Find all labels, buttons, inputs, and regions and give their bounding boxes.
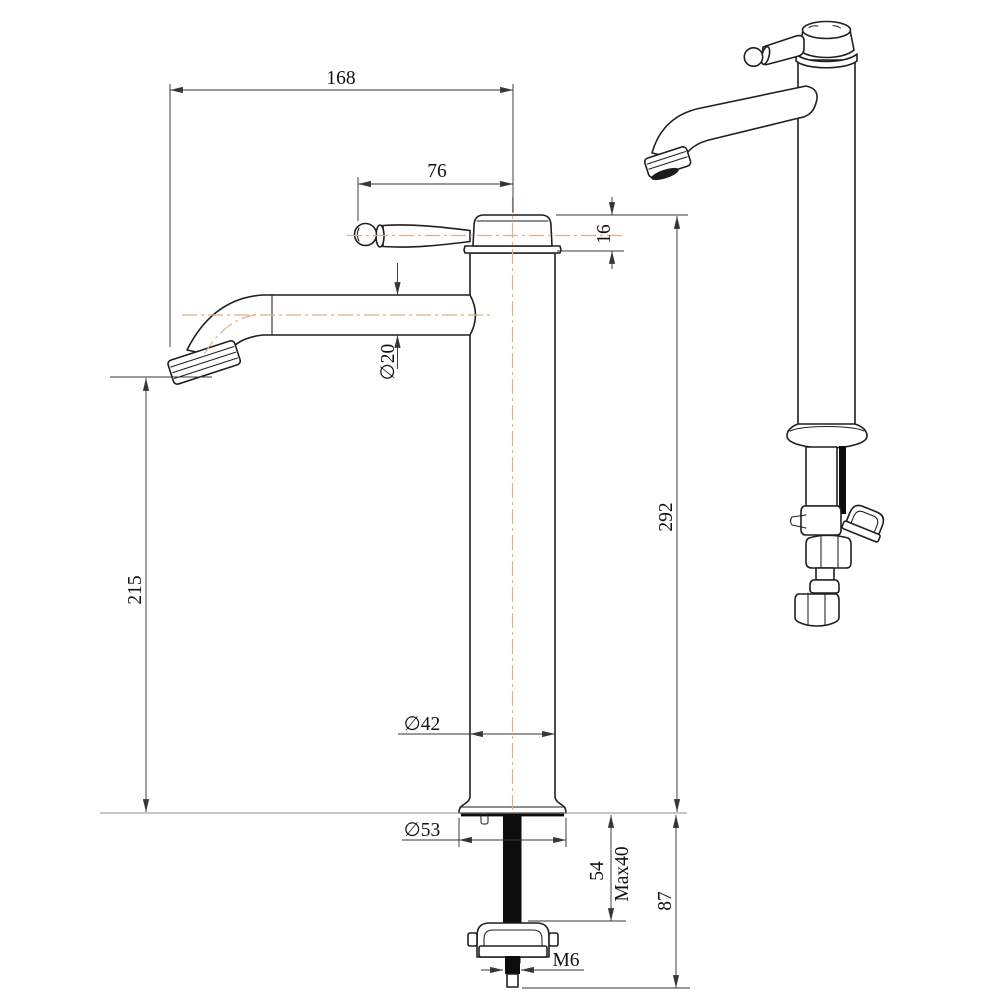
- dim-m6-label: M6: [552, 950, 579, 971]
- dim-76: 76: [357, 161, 513, 221]
- dim-292-label: 292: [656, 502, 677, 531]
- fixing-pin: [480, 813, 489, 825]
- dim-87-label: 87: [655, 891, 676, 911]
- handle-ball: [353, 222, 378, 247]
- spout-bend-centerline: [202, 314, 257, 357]
- dim-54-label: 54: [587, 861, 608, 881]
- dim-215: 215: [110, 376, 212, 812]
- side-cap-top: [801, 20, 852, 40]
- base-gasket: [461, 813, 564, 817]
- side-hose-collar1: [800, 505, 842, 536]
- dim-m6: M6: [481, 950, 584, 974]
- rod-tip: [506, 973, 519, 988]
- side-threaded-stud: [839, 446, 846, 514]
- dim-87: 87: [522, 815, 690, 989]
- dim-20-label: ∅20: [378, 344, 399, 381]
- side-hose-lower: [815, 567, 835, 581]
- side-mounting-clip: [841, 504, 885, 543]
- side-hose-collar2: [809, 579, 840, 594]
- side-hex-nut1-facets: [820, 536, 839, 569]
- side-handle-ball: [743, 46, 764, 67]
- dim-54-max40: 54 Max40: [528, 815, 633, 922]
- dim-20: ∅20: [378, 263, 401, 381]
- side-aerator-opening: [651, 167, 679, 181]
- dim-168: 168: [169, 68, 514, 347]
- dim-42-label: ∅42: [404, 714, 441, 735]
- dim-max40-label: Max40: [612, 846, 633, 901]
- side-hex-nut2: [794, 593, 840, 627]
- side-base-flange-rim: [789, 426, 865, 432]
- side-aerator: [643, 145, 692, 179]
- dim-53-label: ∅53: [404, 820, 441, 841]
- dim-76-label: 76: [427, 161, 447, 182]
- mounting-bracket: [467, 922, 559, 964]
- side-hose-upper: [805, 446, 838, 507]
- side-cap-screw-marks: [808, 24, 842, 29]
- dim-215-label: 215: [125, 575, 146, 604]
- side-view: [643, 20, 885, 627]
- m6-thread-rod: [505, 956, 520, 974]
- dim-16: 16: [556, 197, 688, 269]
- threaded-stud: [503, 815, 522, 923]
- dimension-annotations: 168 76 16 ∅20 215 29: [100, 68, 690, 989]
- handle-ball-shade: [356, 227, 360, 242]
- dim-16-label: 16: [594, 224, 615, 244]
- front-view: [167, 214, 567, 988]
- dim-168-label: 168: [326, 68, 355, 89]
- side-cap-collar: [795, 53, 858, 69]
- side-hose-tab: [789, 514, 807, 529]
- side-hex-nut2-facets: [807, 592, 826, 626]
- dim-42: ∅42: [398, 714, 555, 738]
- dim-53: ∅53: [402, 818, 567, 847]
- side-spout: [651, 85, 818, 161]
- centerlines: [182, 197, 626, 811]
- aerator: [167, 340, 242, 385]
- side-hex-nut1: [805, 534, 852, 569]
- side-base-flange: [786, 423, 868, 449]
- dim-292: 292: [656, 216, 681, 812]
